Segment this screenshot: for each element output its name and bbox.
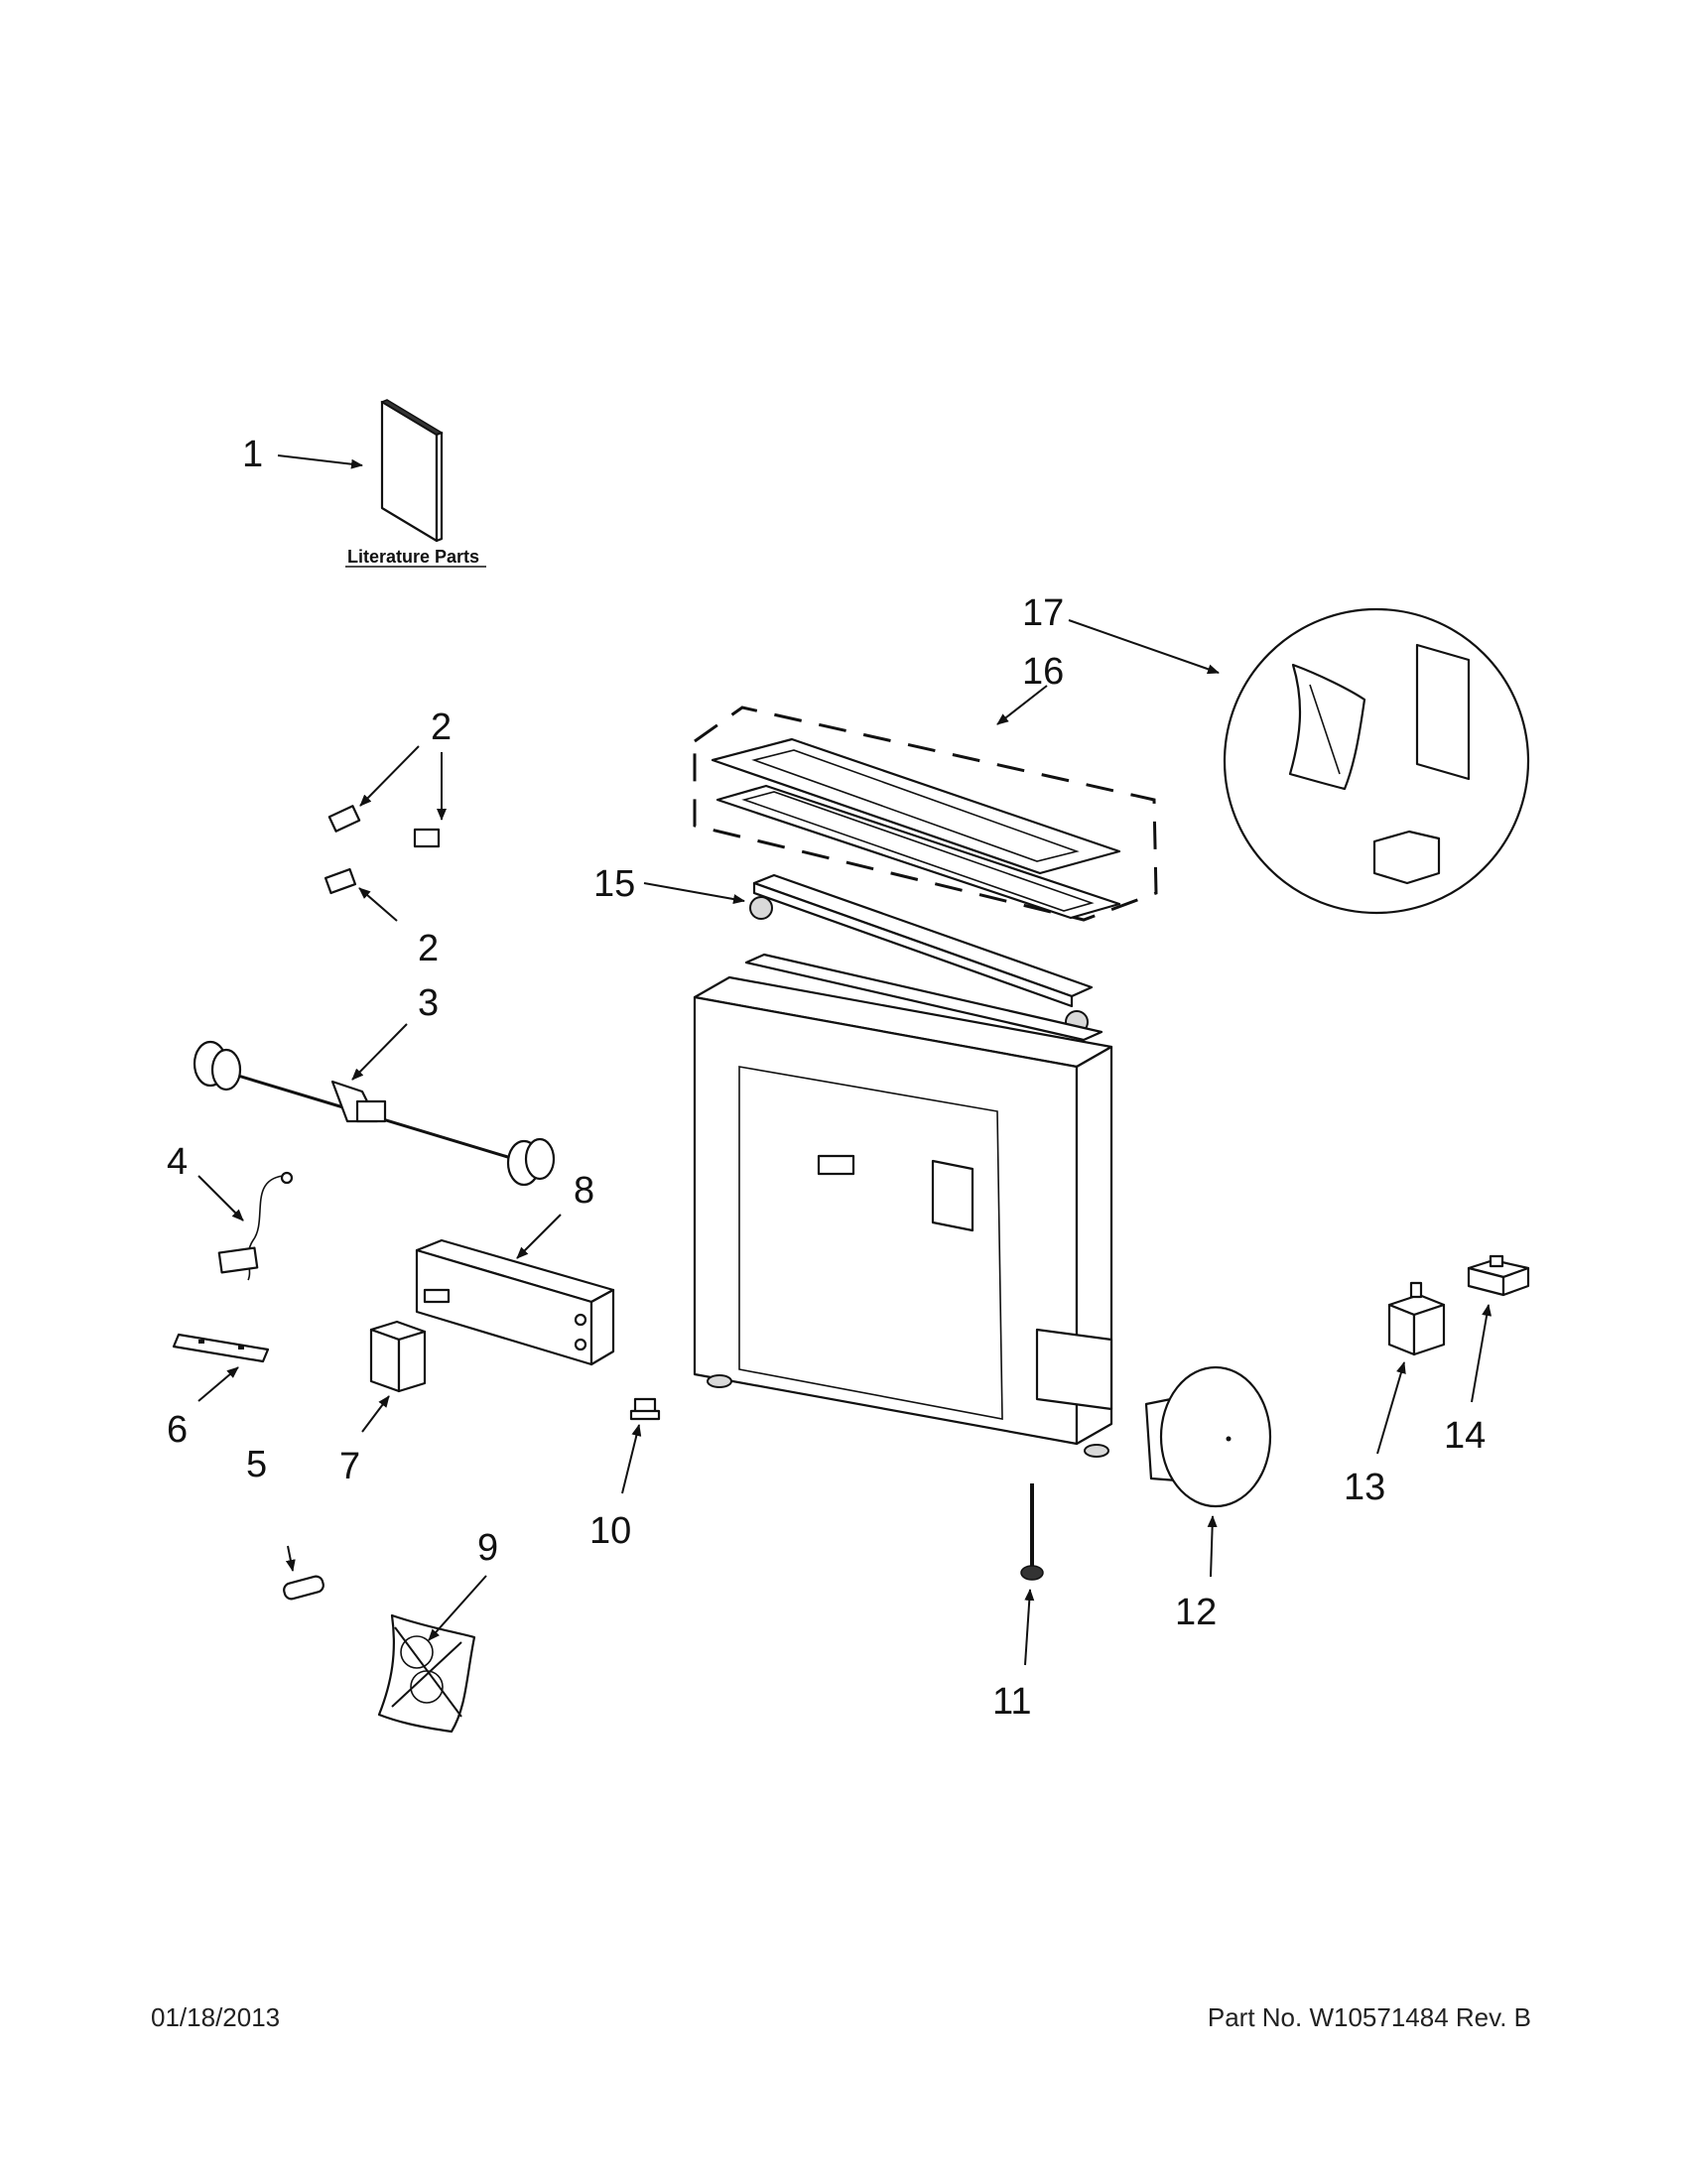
part-3-rod-assembly — [193, 1040, 556, 1187]
main-cabinet — [693, 953, 1113, 1458]
callout-12: 12 — [1175, 1592, 1217, 1633]
literature-parts-label: Literature Parts — [347, 547, 479, 567]
callout-13: 13 — [1344, 1467, 1385, 1508]
part-1-literature-booklet: Literature Parts — [345, 399, 486, 568]
callout-16: 16 — [1022, 651, 1064, 693]
callout-15: 15 — [593, 863, 635, 905]
callout-17: 17 — [1022, 592, 1064, 634]
callout-7: 7 — [339, 1446, 360, 1487]
part-12-duct-collar — [1144, 1365, 1272, 1508]
callout-2-bottom: 2 — [418, 928, 439, 969]
callout-14: 14 — [1444, 1415, 1486, 1457]
part-5-fuse — [283, 1575, 324, 1601]
part-11-leveling-foot — [1020, 1483, 1044, 1581]
part-4-wire-harness — [217, 1171, 294, 1281]
part-13-switch-box — [1387, 1281, 1446, 1356]
part-2-switches — [324, 805, 441, 895]
footer-part-number: Part No. W10571484 Rev. B — [1207, 2002, 1531, 2032]
callout-labels: 1 2 2 3 4 5 6 7 8 9 10 11 12 13 14 15 16… — [167, 434, 1486, 1723]
callout-2-top: 2 — [431, 707, 452, 748]
callout-arrows — [197, 454, 1492, 1666]
part-16-filter-panels — [693, 706, 1158, 922]
callout-4: 4 — [167, 1141, 188, 1183]
callout-10: 10 — [589, 1510, 631, 1552]
callout-1: 1 — [242, 434, 263, 475]
part-17-kit — [1223, 607, 1530, 915]
callout-8: 8 — [574, 1170, 594, 1212]
part-6-bracket-strip — [172, 1333, 270, 1363]
part-8-control-box — [415, 1238, 615, 1366]
callout-9: 9 — [477, 1527, 498, 1569]
callout-11: 11 — [992, 1681, 1031, 1723]
part-14-sensor-block — [1467, 1254, 1530, 1297]
footer-date: 01/18/2013 — [151, 2002, 281, 2032]
callout-3: 3 — [418, 982, 439, 1024]
part-10-clip — [629, 1397, 661, 1421]
part-7-block — [369, 1320, 427, 1393]
callout-5: 5 — [246, 1444, 267, 1485]
part-9-fan-shroud — [377, 1613, 476, 1734]
part-15-rail-bracket — [749, 873, 1094, 1034]
callout-6: 6 — [167, 1409, 188, 1451]
